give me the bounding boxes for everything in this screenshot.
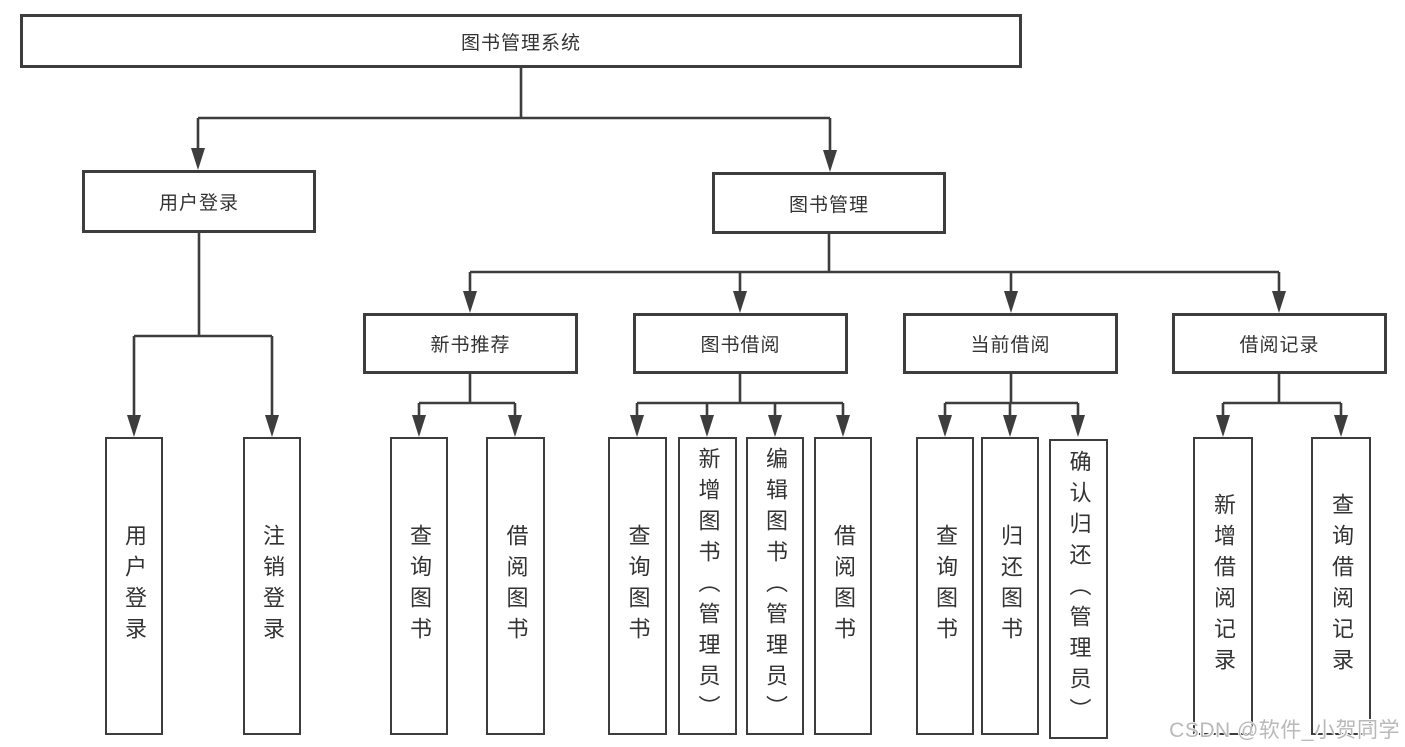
leaf-borrow-edit-books-admin: 编辑图书（管理员） [746, 437, 804, 735]
connector-current-borrow-split [938, 374, 1085, 437]
connector-book-borrow-split [630, 374, 850, 437]
connector-borrow-records-split [1216, 374, 1348, 437]
connector-user-login-split [127, 233, 279, 437]
leaf-logout: 注销登录 [243, 437, 301, 735]
leaf-records-query-record: 查询借阅记录 [1311, 437, 1371, 735]
leaf-records-add-record: 新增借阅记录 [1193, 437, 1253, 735]
leaf-borrow-query-books: 查询图书 [608, 437, 667, 735]
leaf-current-confirm-return-admin: 确认归还（管理员） [1049, 439, 1108, 739]
leaf-newrec-borrow-books: 借阅图书 [486, 437, 545, 735]
node-user-login: 用户登录 [82, 170, 316, 233]
node-new-book-recommendation: 新书推荐 [363, 313, 578, 374]
leaf-current-return-books: 归还图书 [981, 437, 1039, 735]
node-current-borrowing: 当前借阅 [903, 313, 1118, 374]
node-book-management: 图书管理 [712, 172, 946, 234]
node-book-borrowing: 图书借阅 [633, 313, 848, 374]
csdn-watermark: CSDN @软件_小贺同学 [1169, 719, 1400, 742]
node-root-system: 图书管理系统 [20, 14, 1022, 68]
node-borrowing-records: 借阅记录 [1172, 313, 1387, 374]
leaf-borrow-add-books-admin: 新增图书（管理员） [678, 437, 737, 735]
leaf-current-query-books: 查询图书 [916, 437, 974, 735]
leaf-newrec-query-books: 查询图书 [390, 437, 448, 735]
connector-book-mgmt-split [463, 234, 1286, 313]
leaf-borrow-borrow-books: 借阅图书 [814, 437, 872, 735]
leaf-user-login: 用户登录 [105, 437, 163, 735]
connector-new-book-split [412, 374, 522, 437]
connector-root-split [191, 67, 837, 172]
